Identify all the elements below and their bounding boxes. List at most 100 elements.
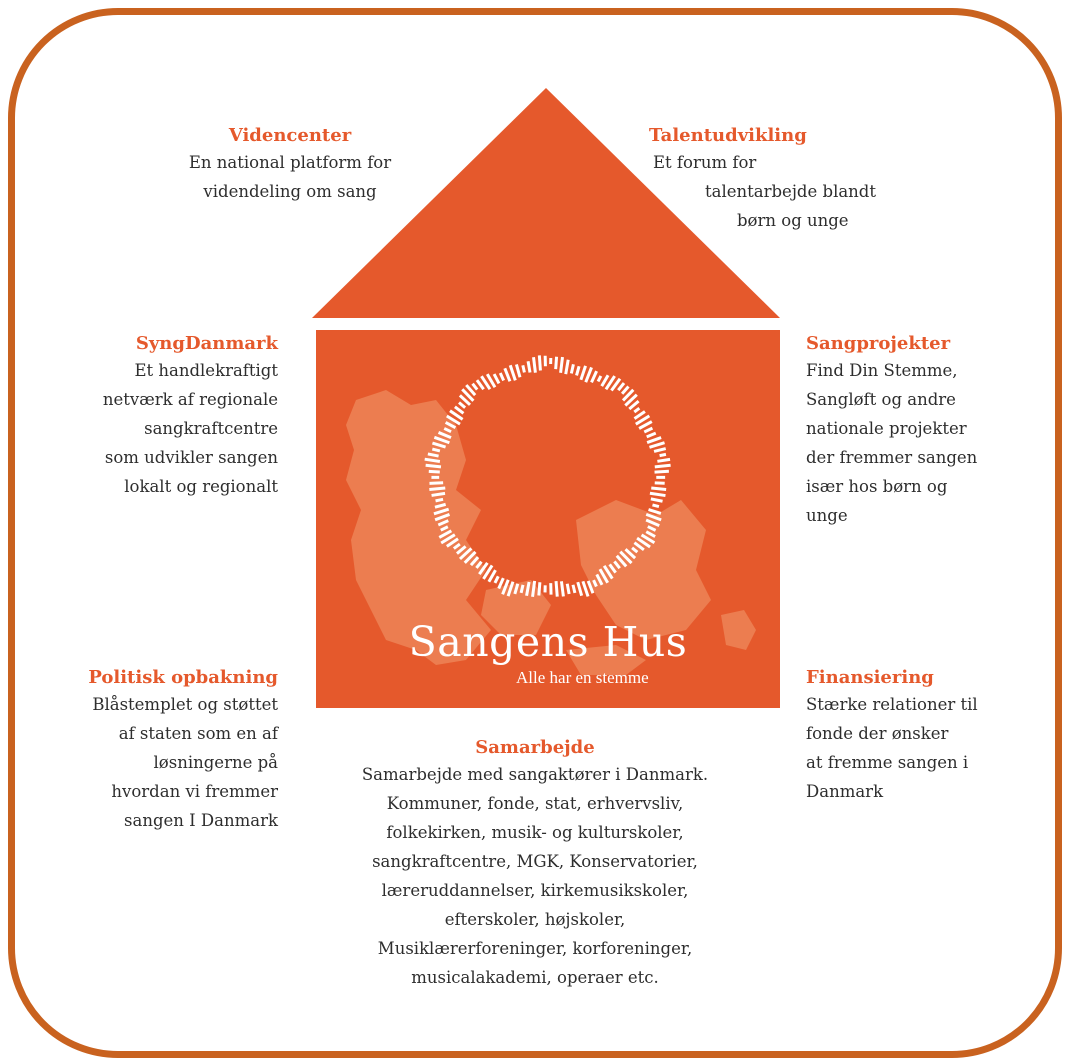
block-body: Blåstemplet og støttet af staten som en … xyxy=(20,690,278,835)
ring-stripe xyxy=(622,386,628,393)
ring-stripe xyxy=(561,581,563,596)
ring-stripe xyxy=(567,584,569,594)
ring-stripe xyxy=(495,576,498,583)
ring-stripe xyxy=(652,505,658,507)
body-line: Danmark xyxy=(806,777,1026,806)
ring-stripe xyxy=(533,581,535,597)
ring-stripe xyxy=(528,361,530,372)
ring-stripe xyxy=(655,471,669,472)
ring-stripe xyxy=(556,581,557,597)
ring-stripe xyxy=(655,465,671,467)
block-body: Stærke relationer til fonde der ønsker a… xyxy=(806,690,1026,806)
body-line: løsningerne på xyxy=(20,748,278,777)
body-line: børn og unge xyxy=(645,206,945,235)
body-line: at fremme sangen i xyxy=(806,748,1026,777)
ring-stripe xyxy=(571,364,573,373)
block-samarbejde: Samarbejde Samarbejde med sangaktører i … xyxy=(320,736,750,992)
ring-stripe xyxy=(634,408,639,412)
body-line: som udvikler sangen xyxy=(20,443,278,472)
body-line: hvordan vi fremmer xyxy=(20,777,278,806)
block-politisk-opbakning: Politisk opbakning Blåstemplet og støtte… xyxy=(20,666,278,835)
house-body: Sangens Hus Alle har en stemme xyxy=(316,330,780,708)
block-finansiering: Finansiering Stærke relationer til fonde… xyxy=(806,666,1026,806)
body-line: Sangløft og andre xyxy=(806,385,1026,414)
ring-stripe xyxy=(426,465,441,467)
body-line: lokalt og regionalt xyxy=(20,472,278,501)
ring-stripe xyxy=(650,493,666,495)
body-line: netværk af regionale xyxy=(20,385,278,414)
ring-stripe xyxy=(477,380,484,389)
ring-stripe xyxy=(523,365,525,372)
brand-subtitle: Alle har en stemme xyxy=(516,668,649,688)
ring-stripe xyxy=(539,355,540,370)
body-line: folkekirken, musik- og kulturskoler, xyxy=(320,818,750,847)
block-title: Talentudvikling xyxy=(645,124,945,148)
block-body: Et handlekraftigt netværk af regionale s… xyxy=(20,356,278,501)
block-title: Samarbejde xyxy=(320,736,750,760)
body-line: fonde der ønsker xyxy=(806,719,1026,748)
ring-stripe xyxy=(473,384,478,390)
ring-stripe xyxy=(429,471,440,472)
body-line: der fremmer sangen xyxy=(806,443,1026,472)
body-line: Et forum for xyxy=(645,148,945,177)
body-line: Musiklærerforeninger, korforeninger, xyxy=(320,934,750,963)
ring-stripe xyxy=(660,454,666,455)
block-body: Et forum for talentarbejde blandt børn o… xyxy=(645,148,945,235)
body-line: Samarbejde med sangaktører i Danmark. xyxy=(320,760,750,789)
body-line: nationale projekter xyxy=(806,414,1026,443)
ring-stripe xyxy=(602,375,608,386)
ring-stripe xyxy=(556,357,557,369)
body-line: Kommuner, fonde, stat, erhvervsliv, xyxy=(320,789,750,818)
block-title: Sangprojekter xyxy=(806,332,1026,356)
body-line: især hos børn og xyxy=(806,472,1026,501)
ring-stripe xyxy=(647,438,661,443)
ring-stripe xyxy=(583,581,588,596)
block-title: SyngDanmark xyxy=(20,332,278,356)
ring-stripe xyxy=(432,449,440,451)
ring-stripe xyxy=(654,449,666,452)
ring-stripe xyxy=(573,585,575,593)
block-syngdanmark: SyngDanmark Et handlekraftigt netværk af… xyxy=(20,332,278,501)
body-line: unge xyxy=(806,501,1026,530)
body-line: En national platform for xyxy=(160,148,420,177)
ring-stripe xyxy=(534,357,536,372)
block-title: Finansiering xyxy=(806,666,1026,690)
body-line: Et handlekraftigt xyxy=(20,356,278,385)
ring-stripe xyxy=(432,493,445,495)
ring-stripe xyxy=(586,367,592,382)
block-title: Videncenter xyxy=(160,124,420,148)
ring-stripe xyxy=(505,368,510,381)
body-line: talentarbejde blandt xyxy=(645,177,945,206)
ring-stripe xyxy=(429,488,445,490)
ring-stripe xyxy=(429,483,443,484)
ring-stripe xyxy=(561,357,563,373)
ring-stripe xyxy=(436,499,444,501)
body-line: sangkraftcentre xyxy=(20,414,278,443)
ring-stripe xyxy=(651,488,666,489)
ring-stripe xyxy=(649,443,664,448)
block-body: En national platform for videndeling om … xyxy=(160,148,420,206)
block-title: Politisk opbakning xyxy=(20,666,278,690)
body-line: af staten som en af xyxy=(20,719,278,748)
brand-title: Sangens Hus xyxy=(316,618,780,666)
ring-stripe xyxy=(428,454,439,456)
ring-stripe xyxy=(489,570,496,582)
body-line: videndeling om sang xyxy=(160,177,420,206)
block-talentudvikling: Talentudvikling Et forum for talentarbej… xyxy=(645,124,945,235)
body-line: efterskoler, højskoler, xyxy=(320,905,750,934)
body-line: Find Din Stemme, xyxy=(806,356,1026,385)
block-body: Find Din Stemme, Sangløft og andre natio… xyxy=(806,356,1026,530)
ring-stripe xyxy=(500,373,503,380)
ring-stripe xyxy=(510,365,515,380)
ring-stripe xyxy=(577,366,580,375)
ring-stripe xyxy=(651,499,663,501)
block-sangprojekter: Sangprojekter Find Din Stemme, Sangløft … xyxy=(806,332,1026,530)
ring-stripe xyxy=(516,364,520,377)
ring-stripe xyxy=(581,366,586,380)
ring-stripe xyxy=(649,510,661,514)
body-line: læreruddannelser, kirkemusikskoler, xyxy=(320,876,750,905)
block-videncenter: Videncenter En national platform for vid… xyxy=(160,124,420,206)
ring-stripe xyxy=(455,407,464,414)
body-line: Stærke relationer til xyxy=(806,690,1026,719)
ring-stripe xyxy=(459,402,465,407)
